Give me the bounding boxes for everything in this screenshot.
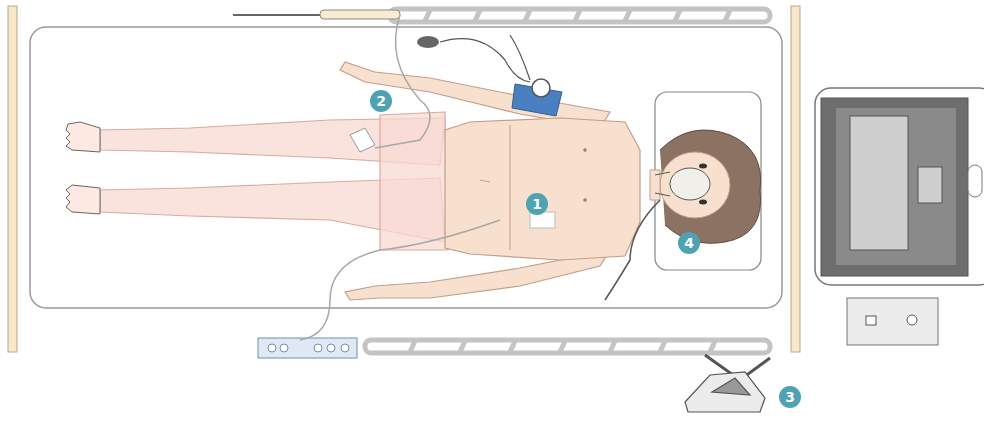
- torso: [445, 118, 640, 260]
- bp-gauge: [532, 79, 550, 97]
- hair: [660, 130, 761, 243]
- bp-bulb: [417, 36, 439, 48]
- iv-line: [300, 220, 500, 340]
- face: [660, 152, 730, 218]
- monitor-button: [918, 167, 942, 203]
- nipple: [584, 199, 587, 202]
- monitor-handle: [968, 165, 982, 197]
- rail-bars: [425, 10, 730, 21]
- top-rail: [390, 9, 770, 22]
- bp-tube: [510, 35, 530, 80]
- head-board: [791, 6, 800, 352]
- nipple: [584, 149, 587, 152]
- callout-number: 3: [779, 386, 801, 408]
- control-box: [847, 298, 938, 345]
- oxygen-mask: [670, 168, 710, 200]
- legs: [100, 112, 448, 250]
- foot: [66, 122, 100, 152]
- navel: [480, 180, 490, 182]
- bp-cuff: [417, 35, 562, 116]
- control-slot: [866, 316, 876, 325]
- mask-strap: [655, 172, 670, 196]
- mattress: [30, 27, 782, 308]
- monitor-frame: [836, 108, 956, 265]
- bed-boards: [8, 6, 800, 352]
- oxygen-tube: [605, 200, 660, 300]
- port: [314, 344, 322, 352]
- pedal-lever: [712, 378, 750, 395]
- holder-clip: [320, 10, 400, 19]
- eye: [699, 200, 707, 205]
- catheter-line: [375, 15, 430, 148]
- foot-pedal: [685, 355, 770, 412]
- connector-panel: [258, 338, 357, 358]
- bottom-rail: [365, 340, 770, 353]
- urine-bag: [350, 128, 375, 152]
- waist-line: [510, 125, 511, 250]
- port: [268, 344, 276, 352]
- pelvis: [380, 112, 448, 250]
- head: [650, 130, 761, 243]
- callout-number: 2: [370, 90, 392, 112]
- callout-number: 1: [526, 193, 548, 215]
- monitor-case: [815, 88, 984, 285]
- port: [327, 344, 335, 352]
- holder-bar: [233, 14, 320, 16]
- side-rails: [365, 9, 770, 353]
- eye: [699, 164, 707, 169]
- callout-number: 4: [678, 232, 700, 254]
- rail-bars: [410, 341, 715, 352]
- port: [280, 344, 288, 352]
- monitor-screen: [850, 116, 908, 250]
- foot: [66, 185, 100, 214]
- feet: [66, 122, 100, 214]
- control-knob: [907, 315, 917, 325]
- line-holder: [233, 10, 400, 19]
- foot-board: [8, 6, 17, 352]
- monitor: [815, 88, 984, 345]
- pillow: [655, 92, 761, 270]
- torso-details: [480, 125, 587, 250]
- tubes: [300, 15, 660, 340]
- panel-box: [258, 338, 357, 358]
- pedal-base: [685, 372, 765, 412]
- monitor-body: [821, 98, 968, 276]
- port: [341, 344, 349, 352]
